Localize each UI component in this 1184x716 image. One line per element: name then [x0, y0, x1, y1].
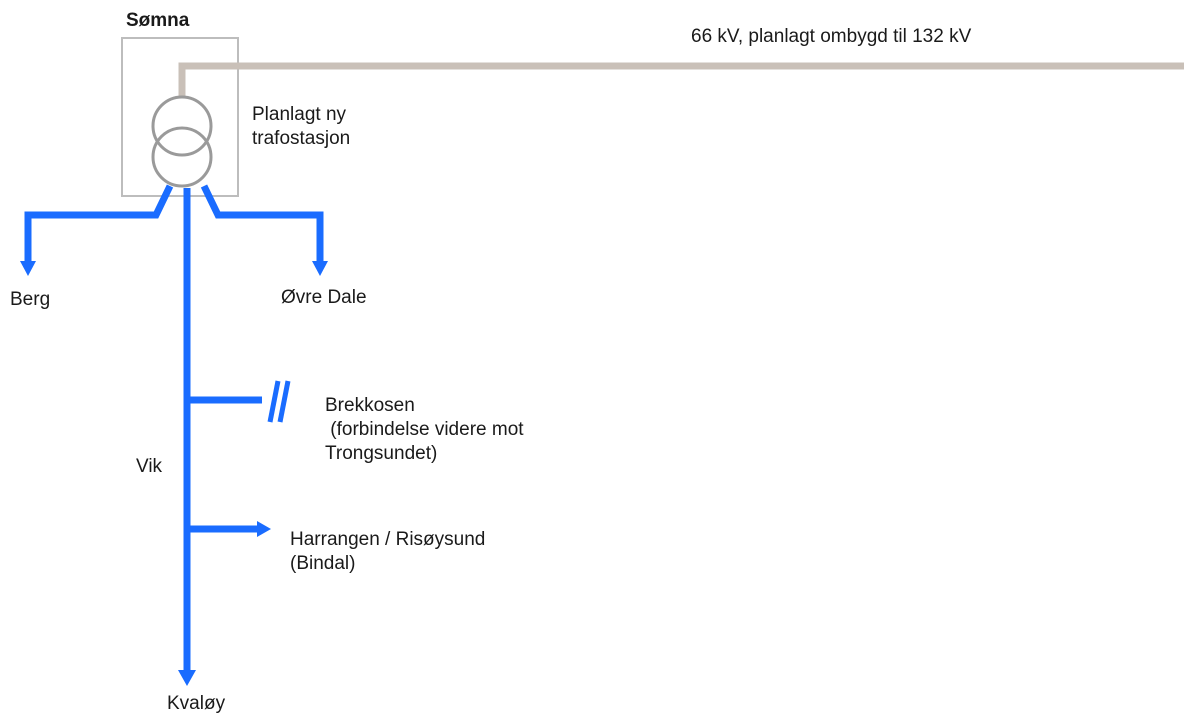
destination-ovre-dale: Øvre Dale: [281, 287, 367, 308]
station-frame: [121, 37, 239, 197]
arrow-berg-icon: [20, 261, 36, 276]
feeder-lines: [20, 184, 328, 686]
supply-line-label: 66 kV, planlagt ombygd til 132 kV: [691, 26, 972, 47]
transformer-winding-lower: [151, 126, 213, 188]
transformer-icon: [151, 95, 213, 188]
destination-harrangen: Harrangen / Risøysund (Bindal): [290, 529, 486, 574]
feeder-berg: [24, 184, 174, 263]
feeder-ovre-dale: [200, 184, 324, 263]
station-description: Planlagt ny trafostasjon: [252, 104, 351, 149]
destination-vik: Vik: [136, 456, 163, 477]
arrow-kvaloy-icon: [178, 670, 196, 686]
destination-kvaloy: Kvaløy: [167, 693, 226, 714]
station-name: Sømna: [126, 10, 190, 31]
supply-line-66kv: [178, 62, 1184, 98]
destination-brekkosen: Brekkosen (forbindelse videre mot Trongs…: [325, 395, 524, 464]
open-breaker-icon: [267, 380, 291, 423]
transformer-winding-upper: [151, 95, 213, 157]
arrow-ovre-dale-icon: [312, 261, 328, 276]
destination-berg: Berg: [10, 289, 51, 310]
arrow-harrangen-icon: [257, 521, 271, 537]
